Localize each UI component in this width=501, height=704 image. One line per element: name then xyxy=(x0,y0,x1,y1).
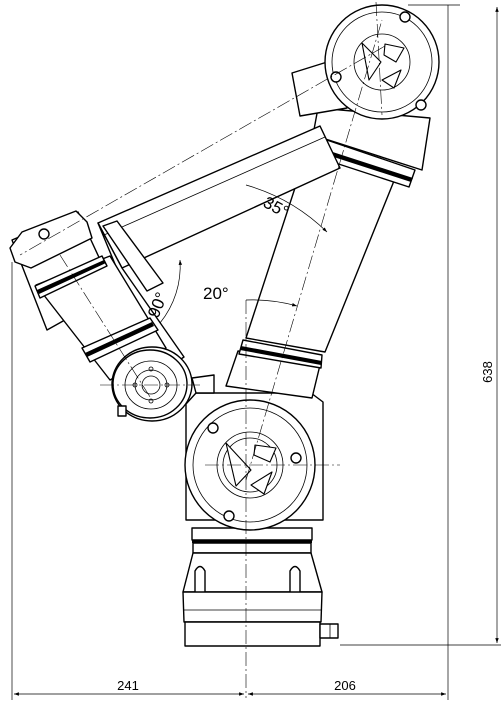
shoulder-angle-label: 20° xyxy=(203,284,229,303)
angle-annotations xyxy=(159,184,328,324)
shoulder-joint xyxy=(184,374,324,531)
center-lines xyxy=(19,1,386,698)
elbow-joint xyxy=(324,4,440,120)
dimension-lines xyxy=(11,4,501,700)
wrist-angle-label: 90° xyxy=(144,290,171,321)
left-width-dimension-label: 241 xyxy=(117,678,139,693)
screw-icon xyxy=(207,422,302,522)
screw-icon xyxy=(330,11,427,111)
right-width-dimension-label: 206 xyxy=(334,678,356,693)
height-dimension-label: 638 xyxy=(480,361,495,383)
robot-base xyxy=(182,527,339,647)
upper-arm-link xyxy=(225,107,431,399)
screw-icon xyxy=(38,228,50,240)
